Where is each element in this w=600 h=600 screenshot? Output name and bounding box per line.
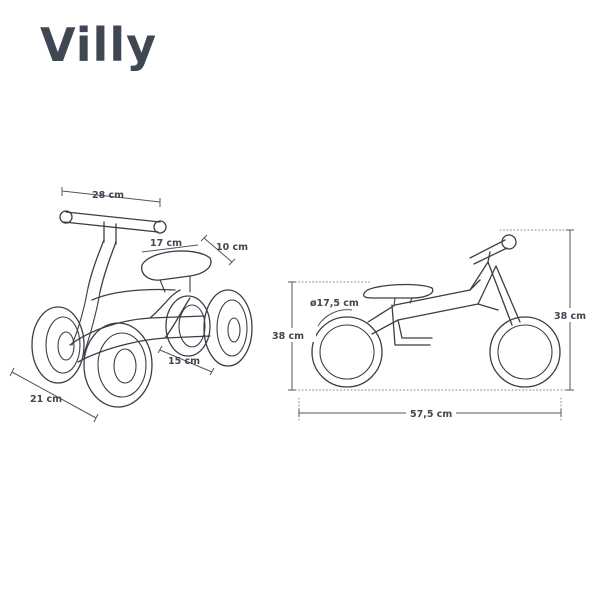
front-left-wheel xyxy=(83,322,153,408)
side-seat xyxy=(363,283,434,307)
seat xyxy=(141,250,212,293)
label-wheel-diameter: ø17,5 cm xyxy=(310,298,359,309)
dim-seat-width: 10 cm xyxy=(200,234,248,266)
rear-left-wheel xyxy=(31,306,85,384)
label-handlebar-width: 28 cm xyxy=(92,190,124,201)
dim-seat-length: 17 cm xyxy=(141,238,199,253)
label-seat-height: 38 cm xyxy=(272,331,304,342)
dim-total-length: 57,5 cm xyxy=(298,406,562,420)
rear-right-wheel xyxy=(165,295,211,357)
dim-seat-height: 38 cm xyxy=(270,281,316,391)
handlebar xyxy=(59,210,167,245)
bike-side-view: 38 cm ø17,5 cm 38 cm 57,5 cm xyxy=(270,229,598,421)
dim-wheelbase-small: 15 cm xyxy=(157,345,215,376)
frame xyxy=(367,261,521,346)
label-base-width: 21 cm xyxy=(30,394,62,405)
front-right-wheel xyxy=(203,289,253,367)
label-seat-length: 17 cm xyxy=(150,238,182,249)
dim-wheel-diameter: ø17,5 cm xyxy=(310,298,359,327)
dim-handlebar-width: 28 cm xyxy=(61,187,161,207)
dim-total-height: 38 cm xyxy=(552,229,598,391)
front-wheel xyxy=(489,316,561,388)
side-handlebar xyxy=(469,234,517,265)
rear-wheel xyxy=(311,316,383,388)
dim-base-width: 21 cm xyxy=(9,367,99,423)
label-seat-width: 10 cm xyxy=(216,242,248,253)
bike-body xyxy=(69,239,211,363)
bike-perspective-view: 28 cm 17 cm 10 cm 15 cm 21 cm xyxy=(9,187,253,423)
label-wheelbase-small: 15 cm xyxy=(168,356,200,367)
label-total-height: 38 cm xyxy=(554,311,586,322)
label-total-length: 57,5 cm xyxy=(410,409,452,420)
product-title: Villy xyxy=(40,18,158,72)
